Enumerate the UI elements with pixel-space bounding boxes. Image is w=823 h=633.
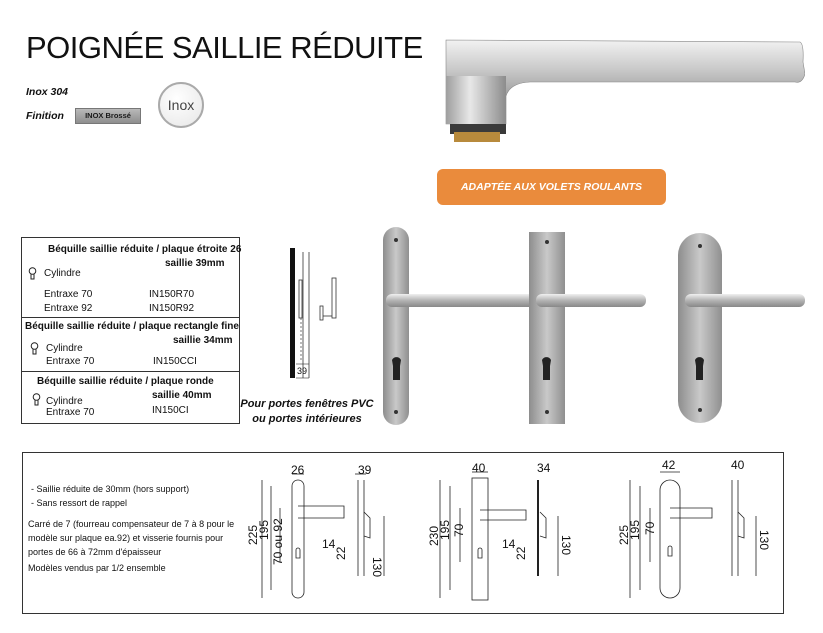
reference-section-round: Béquille saillie réduite / plaque ronde … [22, 372, 239, 423]
reference-code: IN150R70 [149, 289, 195, 300]
reference-subtitle: saillie 40mm [152, 390, 212, 401]
spec-line: Carré de 7 (fourreau compensateur de 7 à… [28, 519, 235, 529]
entraxe-label: Entraxe 92 [44, 303, 93, 314]
dim-cylinder: 22 [334, 546, 348, 560]
cylinder-icon [28, 267, 37, 280]
volets-roulants-banner: ADAPTÉE AUX VOLETS ROULANTS [437, 169, 666, 205]
dim-cylinder: 14 [502, 537, 516, 551]
lock-label: Cylindre [44, 268, 81, 279]
usage-note-line: ou portes intérieures [252, 413, 362, 425]
reference-section-rectangle: Béquille saillie réduite / plaque rectan… [22, 318, 239, 372]
dim-depth: 40 [731, 458, 745, 472]
finish-label: Finition [26, 110, 64, 122]
material-label: Inox 304 [26, 86, 69, 98]
spec-line: portes de 66 à 72mm d'épaisseur [28, 547, 162, 557]
reference-code: IN150CI [152, 405, 189, 416]
dim-height: 195 [257, 519, 271, 540]
page-title: POIGNÉE SAILLIE RÉDUITE [26, 30, 423, 65]
dim-entraxe: 70 [643, 521, 657, 535]
dim-height: 195 [628, 519, 642, 540]
dim-width: 40 [472, 461, 486, 475]
reference-table: Béquille saillie réduite / plaque étroit… [21, 237, 242, 424]
entraxe-label: Entraxe 70 [44, 289, 93, 300]
reference-title: Béquille saillie réduite / plaque ronde [37, 376, 214, 387]
side-profile-drawing [290, 248, 337, 379]
reference-title: Béquille saillie réduite / plaque étroit… [48, 244, 242, 255]
usage-note-line: Pour portes fenêtres PVC [240, 398, 374, 410]
specifications-box: - Saillie réduite de 30mm (hors support)… [22, 452, 784, 614]
rectangle-plate [529, 232, 565, 424]
dim-cylinder: 22 [514, 546, 528, 560]
dim-side: 130 [370, 557, 384, 578]
cylinder-icon [32, 393, 41, 406]
reference-title: Béquille saillie réduite / plaque rectan… [25, 321, 239, 332]
dim-depth: 39 [358, 463, 372, 477]
dim-entraxe: 70 [452, 523, 466, 537]
side-dimension-label: 39 [297, 366, 308, 376]
dim-height: 195 [438, 519, 452, 540]
dim-width: 42 [662, 458, 676, 472]
reference-section-narrow: Béquille saillie réduite / plaque étroit… [22, 238, 242, 318]
narrow-plate [383, 227, 409, 425]
usage-note: Pour portes fenêtres PVC ou portes intér… [232, 397, 382, 427]
product-photos [383, 227, 805, 425]
entraxe-label: Entraxe 70 [46, 407, 95, 418]
lock-label: Cylindre [46, 343, 83, 354]
reference-code: IN150R92 [149, 303, 195, 314]
lock-label: Cylindre [46, 396, 83, 407]
dim-entraxe: 70 ou 92 [271, 518, 285, 565]
inox-logo: Inox [158, 82, 204, 128]
dim-depth: 34 [537, 461, 551, 475]
cylinder-icon [30, 342, 39, 355]
finish-badge: INOX Brossé [75, 108, 141, 124]
round-plate [678, 233, 722, 423]
reference-code: IN150CCI [153, 356, 197, 367]
spec-line: - Saillie réduite de 30mm (hors support) [31, 484, 190, 494]
handle-photo [445, 39, 805, 142]
spec-line: modèle sur plaque ea.92) et visserie fou… [28, 533, 224, 543]
spec-line: Modèles vendus par 1/2 ensemble [28, 563, 166, 573]
dim-side: 130 [757, 530, 771, 551]
reference-subtitle: saillie 39mm [165, 258, 225, 269]
reference-subtitle: saillie 34mm [173, 335, 233, 346]
dim-cylinder: 14 [322, 537, 336, 551]
technical-drawings [261, 471, 757, 601]
dim-side: 130 [559, 535, 573, 556]
entraxe-label: Entraxe 70 [46, 356, 95, 367]
dim-width: 26 [291, 463, 305, 477]
spec-line: - Sans ressort de rappel [31, 498, 128, 508]
